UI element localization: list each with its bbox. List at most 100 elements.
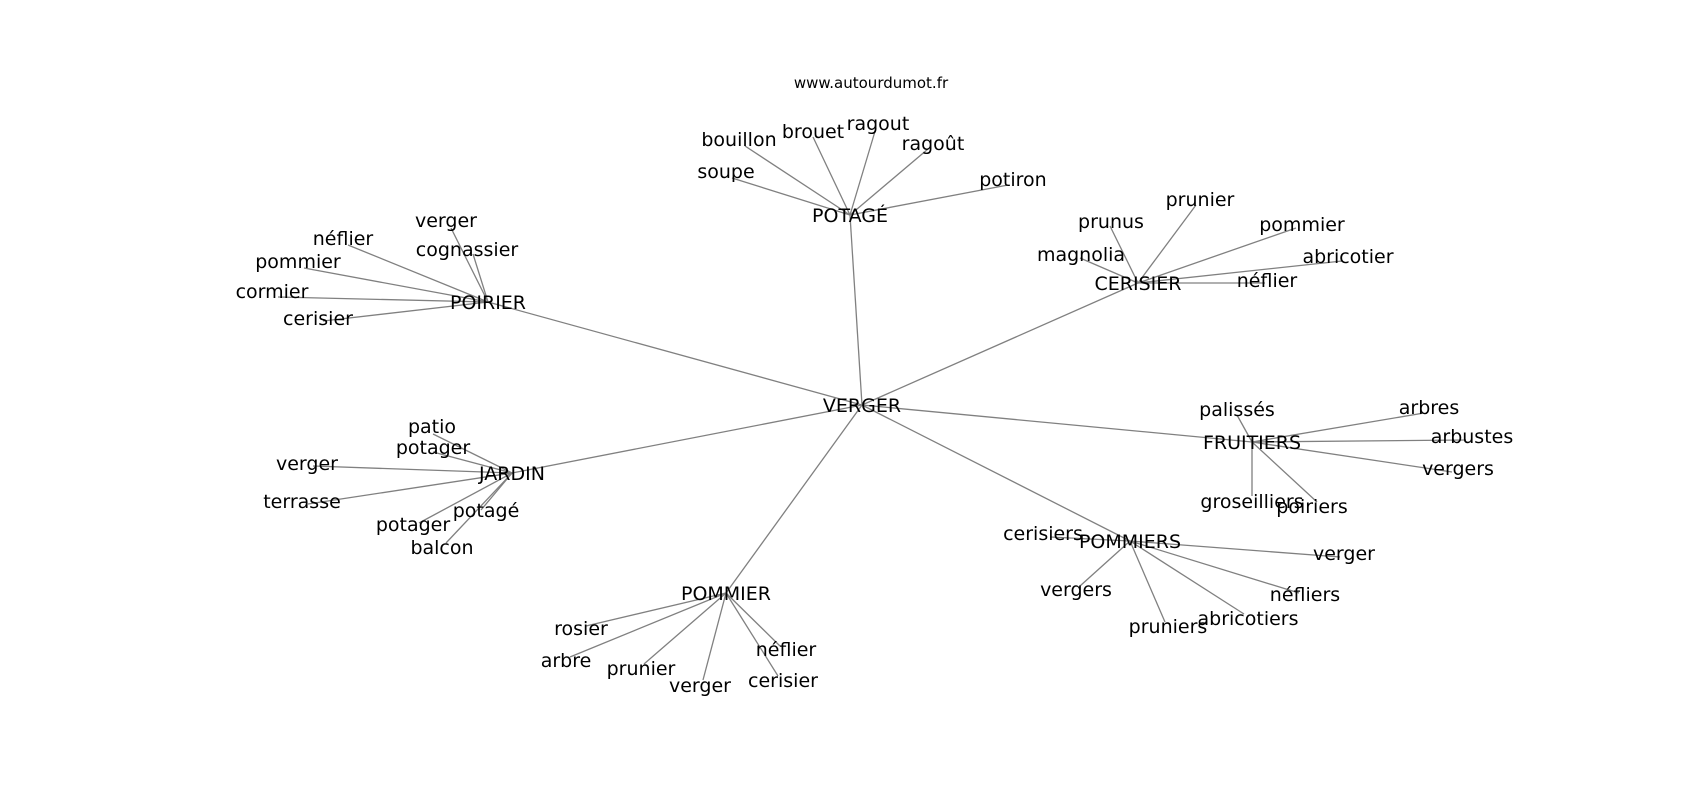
leaf-node-label: verger xyxy=(1313,543,1375,565)
leaf-node-label: arbres xyxy=(1399,397,1460,419)
edge-hub-leaf xyxy=(812,136,851,216)
edge-hub-leaf xyxy=(1251,439,1467,443)
leaf-node-label: ragout xyxy=(847,113,910,135)
edge-hub-leaf xyxy=(450,227,489,303)
hub-node-label: CERISIER xyxy=(1095,273,1182,295)
leaf-node-label: balcon xyxy=(410,537,473,559)
edge-center-hub xyxy=(849,214,863,406)
leaf-node-label: néflier xyxy=(1237,270,1298,292)
edge-hub-leaf xyxy=(1079,540,1131,587)
leaf-node-label: cormier xyxy=(236,281,309,303)
edge-center-hub xyxy=(861,404,1131,542)
edge-hub-leaf xyxy=(1137,227,1297,284)
edge-center-hub xyxy=(861,404,1253,443)
leaf-node-label: potagé xyxy=(453,500,520,522)
hub-node-label: POTAGÉ xyxy=(812,204,888,227)
edge-hub-leaf xyxy=(702,592,727,681)
leaf-node-label: terrasse xyxy=(263,491,341,513)
edge-center-hub xyxy=(511,404,863,474)
leaf-node-label: palissés xyxy=(1199,399,1275,421)
leaf-node-label: néflier xyxy=(756,639,817,661)
edge-hub-leaf xyxy=(277,296,489,303)
edge-hub-leaf xyxy=(731,177,851,216)
leaf-node-label: groseilliers xyxy=(1200,491,1303,513)
leaf-node-label: arbustes xyxy=(1431,426,1514,448)
leaf-node-label: ragoût xyxy=(902,133,965,155)
leaf-node-label: bouillon xyxy=(701,129,776,151)
edge-hub-leaf xyxy=(432,451,513,474)
edge-hub-leaf xyxy=(1129,540,1341,558)
edge-hub-leaf xyxy=(1137,204,1197,284)
edge-hub-leaf xyxy=(585,592,727,627)
leaf-node-label: potager xyxy=(396,437,471,459)
edge-hub-leaf xyxy=(849,127,877,216)
leaf-node-label: verger xyxy=(669,675,731,697)
leaf-node-label: pommier xyxy=(1259,214,1345,236)
leaf-node-label: verger xyxy=(415,210,477,232)
center-node-label: VERGER xyxy=(823,395,901,417)
leaf-node-label: arbre xyxy=(541,650,592,672)
hub-node-label: POMMIER xyxy=(681,583,771,605)
hub-node-label: POIRIER xyxy=(450,292,526,314)
edge-center-hub xyxy=(861,282,1139,406)
leaf-node-label: prunus xyxy=(1078,211,1144,233)
edge-hub-leaf xyxy=(725,592,781,647)
leaf-node-label: pommier xyxy=(255,251,341,273)
edge-hub-leaf xyxy=(472,253,489,303)
leaf-node-label: cerisiers xyxy=(1003,523,1083,545)
hub-node-label: JARDIN xyxy=(478,463,545,485)
leaf-node-label: vergers xyxy=(1040,579,1112,601)
edges-layer xyxy=(277,127,1467,681)
leaf-node-label: pruniers xyxy=(1129,616,1208,638)
watermark-text: www.autourdumot.fr xyxy=(794,74,949,92)
edge-hub-leaf xyxy=(1109,225,1139,284)
edge-hub-leaf xyxy=(432,433,513,474)
edge-hub-leaf xyxy=(744,145,851,216)
leaf-node-label: vergers xyxy=(1422,458,1494,480)
leaf-node-label: rosier xyxy=(554,618,608,640)
leaf-node-label: soupe xyxy=(697,161,754,183)
edge-hub-leaf xyxy=(312,465,513,474)
edge-hub-leaf xyxy=(1251,441,1318,503)
edge-hub-leaf xyxy=(1251,412,1425,443)
leaf-node-label: brouet xyxy=(782,121,844,143)
edge-center-hub xyxy=(487,301,863,406)
hub-node-label: FRUITIERS xyxy=(1203,432,1301,454)
edge-hub-leaf xyxy=(445,472,513,544)
edge-hub-leaf xyxy=(725,592,779,677)
edge-hub-leaf xyxy=(849,184,1009,216)
leaf-node-label: cerisier xyxy=(748,670,818,692)
edge-hub-leaf xyxy=(303,267,489,303)
edge-hub-leaf xyxy=(322,301,489,322)
edge-center-hub xyxy=(725,404,863,594)
edge-hub-leaf xyxy=(1251,441,1453,473)
leaf-node-label: patio xyxy=(408,416,456,438)
edge-hub-leaf xyxy=(1236,414,1253,443)
leaf-node-label: verger xyxy=(276,453,338,475)
edge-hub-leaf xyxy=(418,472,513,524)
edge-hub-leaf xyxy=(1049,536,1131,542)
leaf-node-label: poiriers xyxy=(1276,496,1347,518)
leaf-node-label: cerisier xyxy=(283,308,353,330)
edge-hub-leaf xyxy=(307,472,513,505)
leaf-node-label: prunier xyxy=(607,658,676,680)
edge-hub-leaf xyxy=(1129,540,1300,594)
leaf-node-label: magnolia xyxy=(1037,244,1125,266)
edge-hub-leaf xyxy=(1129,540,1245,615)
leaf-node-label: néflier xyxy=(313,228,374,250)
leaf-node-label: potager xyxy=(376,514,451,536)
edge-hub-leaf xyxy=(1137,260,1343,284)
edge-hub-leaf xyxy=(643,592,727,665)
leaf-node-label: abricotier xyxy=(1302,246,1393,268)
leaf-node-label: prunier xyxy=(1166,189,1235,211)
edge-hub-leaf xyxy=(1079,257,1139,284)
leaf-node-label: néfliers xyxy=(1270,584,1340,606)
leaf-node-label: abricotiers xyxy=(1198,608,1299,630)
hub-node-label: POMMIERS xyxy=(1079,531,1181,553)
edge-hub-leaf xyxy=(849,148,929,216)
leaf-node-label: cognassier xyxy=(416,239,519,261)
edge-hub-leaf xyxy=(1129,540,1166,623)
leaf-node-label: potiron xyxy=(979,169,1046,191)
